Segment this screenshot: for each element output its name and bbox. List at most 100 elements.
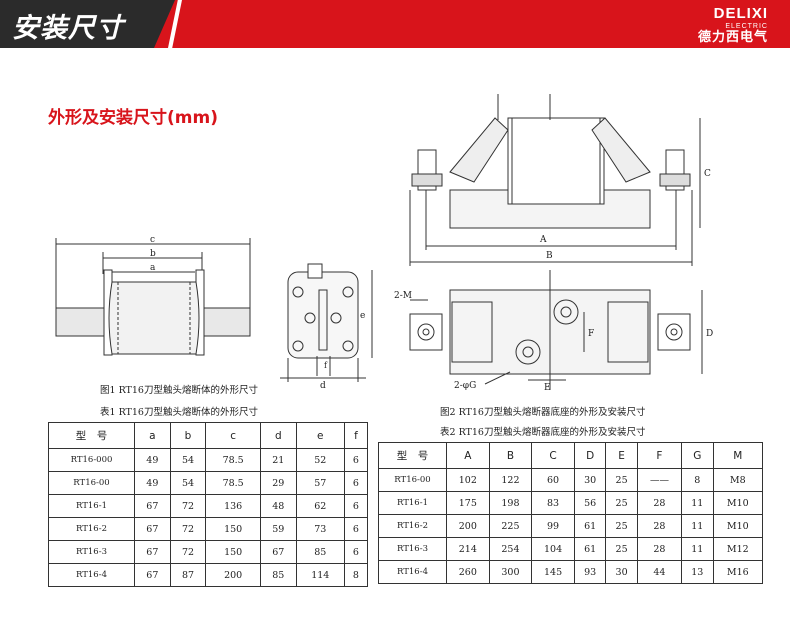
table1-header: 型 号 (48, 422, 135, 449)
table-cell: RT16-00 (378, 468, 447, 492)
table-cell: 44 (636, 560, 683, 584)
table-cell: 54 (169, 471, 207, 495)
table-cell: 72 (169, 494, 207, 518)
fig2-label-B: B (546, 251, 553, 261)
table-cell: 214 (446, 537, 490, 561)
table-cell: 28 (636, 491, 683, 515)
table-cell: RT16-4 (48, 563, 135, 587)
brand-logo: DELIXI ELECTRIC 德力西电气 (698, 6, 768, 45)
table-cell: 62 (295, 494, 345, 518)
table-cell: 150 (205, 517, 261, 541)
table-cell: RT16-1 (378, 491, 447, 515)
table-cell: 25 (605, 537, 638, 561)
table-cell: 122 (488, 468, 533, 492)
table-cell: 6 (343, 517, 369, 541)
fig1-label-a: a (150, 263, 156, 273)
table-cell: 8 (343, 563, 369, 587)
table1-header: c (205, 422, 261, 449)
table-cell: 6 (343, 471, 369, 495)
table-cell: 78.5 (205, 471, 261, 495)
table-cell: 67 (134, 563, 171, 587)
table-cell: 73 (295, 517, 345, 541)
table-cell: 56 (573, 491, 607, 515)
page-header: 安装尺寸 DELIXI ELECTRIC 德力西电气 (0, 0, 790, 48)
table-cell: 60 (531, 468, 575, 492)
table-cell: 260 (446, 560, 490, 584)
table1-header: e (295, 422, 345, 449)
table-cell: M12 (712, 537, 764, 561)
table-cell: 25 (605, 491, 638, 515)
table1-caption: 表1 RT16刀型触头熔断体的外形尺寸 (100, 407, 258, 418)
brand-name-cn: 德力西电气 (697, 30, 768, 45)
table-cell: 99 (531, 514, 575, 538)
table-cell: 61 (573, 514, 607, 538)
table2-header: C (531, 442, 575, 469)
figure1-drawing: c b a d e f (55, 235, 373, 390)
table-cell: 93 (573, 560, 607, 584)
fig2-label-E: E (544, 383, 551, 393)
fig2-label-G: 2-φG (454, 381, 476, 391)
table-cell: 28 (636, 514, 683, 538)
table-cell: 28 (636, 537, 683, 561)
fig2-label-C: C (704, 169, 711, 179)
table2-header-row: 型 号 A B C D E F G M (378, 442, 764, 469)
table2-header: A (446, 442, 490, 469)
brand-sub: ELECTRIC (725, 23, 768, 30)
header-title-background (0, 0, 175, 48)
table1-header: f (343, 422, 369, 449)
table-cell: 104 (531, 537, 575, 561)
fig2-label-D: D (706, 329, 713, 339)
table-cell: 49 (134, 471, 171, 495)
table2-header: M (712, 442, 764, 469)
table-cell: 52 (295, 448, 345, 472)
table1-header: d (259, 422, 297, 449)
figure2-drawing: A B C D E F 2-M 2-φG (394, 94, 713, 393)
table-cell: 300 (488, 560, 533, 584)
table-cell: 21 (259, 448, 297, 472)
table-cell: 11 (681, 514, 714, 538)
table2-header: E (605, 442, 638, 469)
fig2-label-F: F (588, 329, 594, 339)
table-cell: 6 (343, 494, 369, 518)
fig2-label-A: A (539, 235, 547, 245)
table-cell: 85 (259, 563, 297, 587)
table-cell: 8 (681, 468, 714, 492)
table-cell: RT16-00 (48, 471, 135, 495)
table2-caption: 表2 RT16刀型触头熔断器底座的外形及安装尺寸 (440, 427, 646, 438)
table-cell: 67 (259, 540, 297, 564)
table2-header: D (573, 442, 607, 469)
table-cell: 72 (169, 517, 207, 541)
table-cell: 6 (343, 448, 369, 472)
table-cell: RT16-000 (48, 448, 135, 472)
table-cell: 225 (488, 514, 533, 538)
table-cell: 200 (205, 563, 261, 587)
table2-header: F (636, 442, 683, 469)
table-cell: 57 (295, 471, 345, 495)
table-cell: 11 (681, 537, 714, 561)
table-cell: RT16-3 (48, 540, 135, 564)
table-cell: 67 (134, 540, 171, 564)
table-cell: 67 (134, 494, 171, 518)
fig1-label-f: f (324, 361, 328, 370)
figure1-caption: 图1 RT16刀型触头熔断体的外形尺寸 (100, 385, 258, 396)
table-cell: 175 (446, 491, 490, 515)
table-cell: —— (636, 468, 683, 492)
table2-header: G (681, 442, 714, 469)
table-cell: 49 (134, 448, 171, 472)
table-cell: 30 (605, 560, 638, 584)
table-cell: 25 (605, 514, 638, 538)
table-cell: 13 (681, 560, 714, 584)
table-cell: M10 (712, 491, 764, 515)
table-cell: M8 (712, 468, 764, 492)
table-cell: 198 (488, 491, 533, 515)
table2-header: B (488, 442, 533, 469)
table-cell: RT16-4 (378, 560, 447, 584)
